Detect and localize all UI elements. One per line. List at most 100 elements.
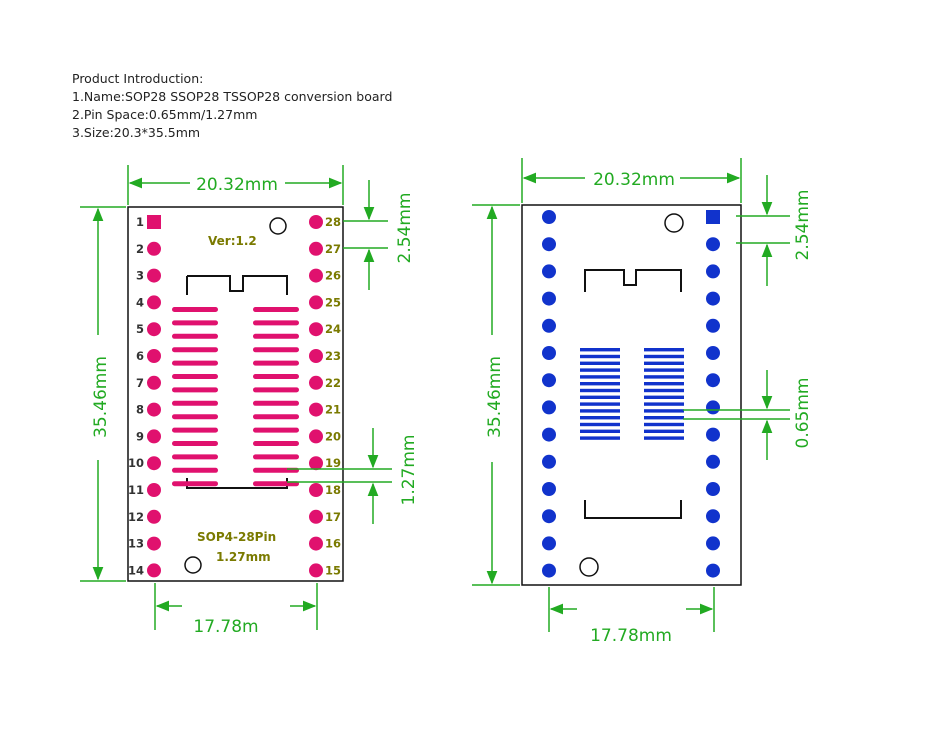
right-smd-pad-right [644, 354, 684, 359]
pin-number-left: 14 [128, 563, 144, 577]
right-smd-pad-left [580, 388, 620, 393]
left-board-outline [127, 206, 344, 582]
left-smd-pad-right [253, 320, 299, 326]
right-pad-right-14 [706, 563, 720, 578]
left-pad-left-11 [147, 483, 161, 497]
intro-heading: Product Introduction: [72, 71, 204, 86]
pin-number-right: 25 [325, 295, 341, 309]
right-smd-pad-left [580, 416, 620, 420]
pin-number-right: 26 [325, 269, 341, 283]
right-smd-pad-right [644, 348, 684, 352]
left-pad-right-17 [309, 509, 323, 524]
right-pad-right-4 [706, 291, 720, 306]
left-pad-right-24 [309, 322, 323, 337]
pin-number-left: 11 [128, 483, 144, 497]
right-smd-pitch-label: 0.65mm [793, 378, 813, 449]
right-pad-right-9 [706, 427, 720, 442]
right-smd-pad-left [580, 436, 620, 440]
left-smd-pad-left [172, 307, 218, 312]
right-smd-pad-right [644, 402, 684, 406]
left-mount-hole-bottom [184, 556, 202, 574]
left-smd-pad-left [172, 454, 218, 460]
footprint-label: SOP4-28Pin [197, 530, 276, 544]
left-pad-right-20 [309, 429, 323, 444]
left-smd-pad-right [253, 374, 299, 379]
right-pad-right-12 [706, 509, 720, 524]
left-pad-right-16 [309, 536, 323, 551]
pin-number-right: 16 [325, 537, 341, 551]
right-pad-right-10 [706, 454, 720, 469]
left-pad-left-8 [147, 402, 161, 417]
right-width-label: 20.32mm [593, 170, 675, 190]
left-pad-left-12 [147, 509, 161, 524]
left-smd-pad-left [172, 481, 218, 487]
right-smd-pad-left [580, 348, 620, 352]
left-pitch-label: 2.54mm [395, 193, 415, 264]
left-pad-left-7 [147, 375, 161, 390]
right-smd-pad-left [580, 368, 620, 372]
left-pad-right-25 [309, 295, 323, 310]
footprint-pitch-label: 1.27mm [216, 550, 271, 564]
left-height-label: 35.46mm [91, 356, 111, 438]
right-smd-pad-right [644, 436, 684, 440]
right-smd-pad-left [580, 422, 620, 427]
left-smd-pitch-label: 1.27mm [399, 435, 419, 506]
right-mount-hole-top [664, 213, 684, 233]
right-smd-pad-left [580, 409, 620, 413]
right-smd-pad-left [580, 382, 620, 386]
pin-number-right: 19 [325, 456, 341, 470]
right-pad-left-5 [542, 318, 556, 333]
left-smd-pad-right [253, 454, 299, 460]
pin-number-right: 20 [325, 429, 341, 443]
pin-number-left: 9 [136, 429, 144, 443]
product-introduction: Product Introduction: 1.Name:SOP28 SSOP2… [72, 70, 392, 142]
right-pad-left-12 [542, 509, 556, 524]
right-pad-right-7 [706, 373, 720, 388]
pin-number-right: 15 [325, 563, 341, 577]
right-pad-left-6 [542, 346, 556, 360]
left-pad-left-9 [147, 429, 161, 444]
pin-number-right: 21 [325, 403, 341, 417]
right-ic-outline-top [584, 269, 682, 292]
pin-number-left: 7 [136, 376, 144, 390]
right-smd-pad-left [580, 354, 620, 359]
right-pad-left-4 [542, 291, 556, 306]
right-pad-left-8 [542, 400, 556, 415]
right-pad-right-6 [706, 346, 720, 360]
left-width-label: 20.32mm [196, 175, 278, 195]
right-pad-left-7 [542, 373, 556, 388]
left-pad-right-19 [309, 456, 323, 471]
left-smd-pad-right [253, 400, 299, 406]
left-smd-pad-left [172, 427, 218, 433]
left-pad-right-22 [309, 375, 323, 390]
right-smd-pad-right [644, 429, 684, 433]
pin-number-right: 24 [325, 322, 341, 336]
right-pad-left-14 [542, 563, 556, 578]
left-smd-pad-left [172, 441, 218, 446]
left-dimensions [80, 165, 392, 630]
pin-number-left: 6 [136, 349, 144, 363]
pin-number-right: 22 [325, 376, 341, 390]
right-board-outline [521, 204, 742, 586]
left-smd-pad-left [172, 333, 218, 339]
right-smd-pad-left [580, 395, 620, 399]
right-pad-right-5 [706, 318, 720, 333]
pin-number-right: 17 [325, 510, 341, 524]
left-smd-pad-left [172, 387, 218, 393]
left-smd-pad-right [253, 441, 299, 446]
right-pad-right-8 [706, 400, 720, 415]
right-dimensions [472, 158, 790, 632]
left-pad-right-23 [309, 349, 323, 363]
left-pad-left-6 [147, 349, 161, 363]
left-smd-pad-right [253, 360, 299, 366]
left-pad-left-5 [147, 322, 161, 337]
right-pad-left-3 [542, 264, 556, 279]
left-smd-pad-left [172, 467, 218, 473]
right-pad-left-1 [542, 210, 556, 224]
right-smd-pad-right [644, 409, 684, 413]
pin-number-left: 10 [128, 456, 144, 470]
right-pad-right-11 [706, 482, 720, 496]
right-pad-right-3 [706, 264, 720, 279]
